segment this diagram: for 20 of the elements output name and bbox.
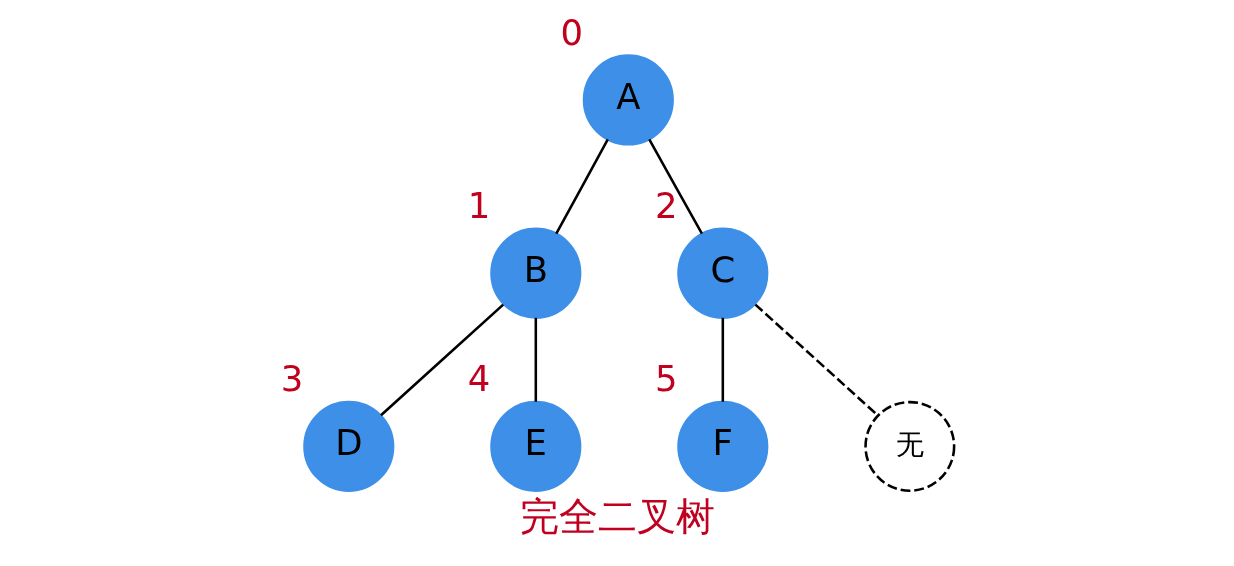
node-circle: D — [302, 400, 394, 492]
caption: 完全二叉树 — [519, 493, 715, 540]
node-circle: B — [489, 227, 581, 319]
connector — [554, 138, 609, 235]
node-label: 4 — [467, 358, 490, 400]
node-circle: A — [582, 54, 674, 146]
node-circle: 无 — [863, 400, 955, 492]
connector — [647, 138, 703, 235]
node-circle: E — [489, 400, 581, 492]
node-label: 5 — [654, 358, 677, 400]
connector — [754, 303, 878, 417]
connector — [534, 317, 537, 402]
node-label: 0 — [559, 11, 583, 53]
node-label: 3 — [280, 358, 303, 400]
node-circle: F — [676, 400, 768, 492]
node-label: 2 — [654, 184, 677, 226]
connector — [379, 303, 504, 417]
connector — [721, 317, 724, 402]
node-circle: C — [676, 227, 768, 319]
node-label: 1 — [467, 184, 490, 226]
